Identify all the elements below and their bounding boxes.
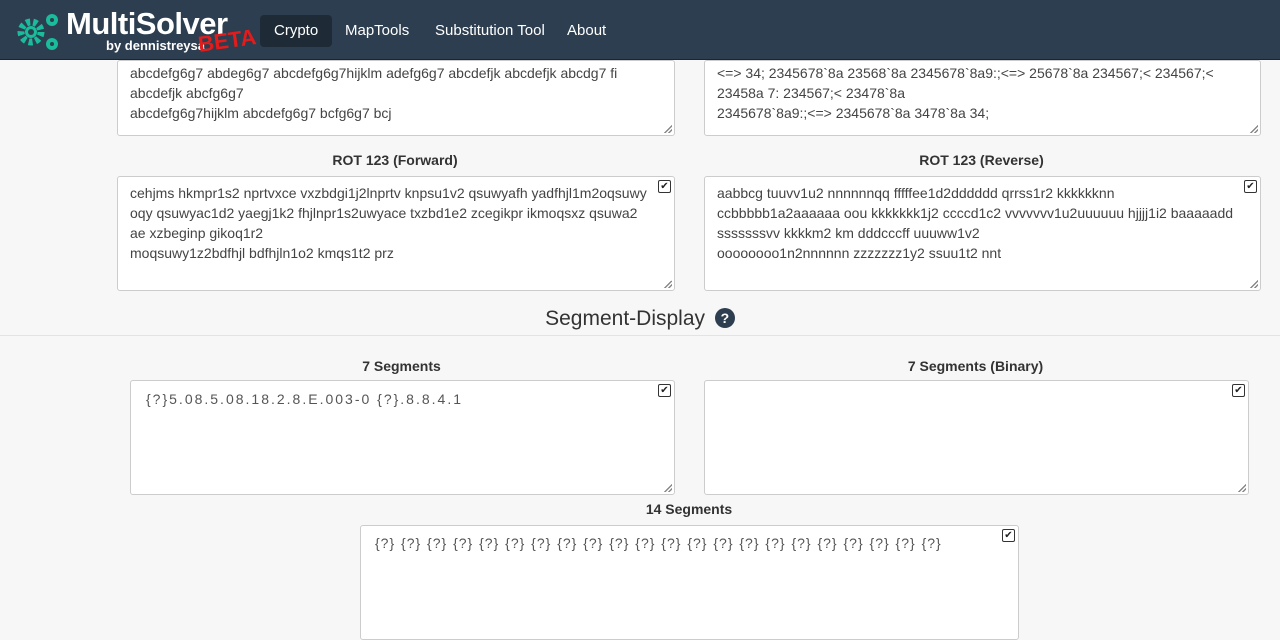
seven-seg-binary-output[interactable]: ✔: [704, 380, 1249, 495]
output-text: {?}5.08.5.08.18.2.8.E.003-0 {?}.8.8.4.1: [146, 391, 463, 407]
top-left-output[interactable]: abcdefg6g7 abdeg6g7 abcdefg6g7hijklm ade…: [117, 60, 675, 136]
top-right-output[interactable]: <=> 34; 2345678`8a 23568`8a 2345678`8a9:…: [704, 60, 1261, 136]
resize-handle[interactable]: [664, 125, 672, 133]
navbar: MultiSolver by dennistreysa BETA Crypto …: [0, 0, 1280, 60]
nav-substitution-tool[interactable]: Substitution Tool: [435, 22, 545, 39]
resize-handle[interactable]: [1250, 125, 1258, 133]
help-icon[interactable]: ?: [714, 308, 735, 328]
checkbox-icon[interactable]: ✔: [1002, 529, 1015, 542]
section-title-text: Segment-Display: [545, 307, 706, 330]
output-text: cehjms hkmpr1s2 nprtvxce vxzbdgi1j2lnprt…: [130, 185, 647, 261]
fourteen-seg-label: 14 Segments: [645, 501, 733, 517]
logo[interactable]: MultiSolver by dennistreysa BETA: [14, 6, 258, 57]
resize-handle[interactable]: [664, 280, 672, 288]
resize-handle[interactable]: [664, 484, 672, 492]
logo-byline: by dennistreysa: [106, 38, 205, 53]
seven-seg-label: 7 Segments: [362, 358, 441, 374]
output-text: abcdefg6g7 abdeg6g7 abcdefg6g7hijklm ade…: [130, 65, 618, 121]
output-text: aabbcg tuuvv1u2 nnnnnnqq fffffee1d2ddddd…: [717, 185, 1234, 261]
logo-name: MultiSolver: [66, 6, 228, 41]
gears-icon: [17, 14, 58, 50]
seven-seg-binary-label: 7 Segments (Binary): [907, 358, 1044, 374]
resize-handle[interactable]: [1250, 280, 1258, 288]
rot-forward-label: ROT 123 (Forward): [332, 152, 458, 168]
nav-crypto[interactable]: Crypto: [260, 15, 333, 47]
checkbox-icon[interactable]: ✔: [658, 384, 671, 397]
output-text: {?} {?} {?} {?} {?} {?} {?} {?} {?} {?} …: [375, 535, 942, 551]
nav-maptools[interactable]: MapTools: [345, 22, 410, 39]
section-divider: [0, 335, 1280, 336]
seven-seg-output[interactable]: {?}5.08.5.08.18.2.8.E.003-0 {?}.8.8.4.1 …: [130, 380, 675, 495]
output-text: <=> 34; 2345678`8a 23568`8a 2345678`8a9:…: [717, 65, 1214, 121]
rot-reverse-label: ROT 123 (Reverse): [919, 152, 1044, 168]
section-title: Segment-Display ?: [0, 307, 1280, 331]
checkbox-icon[interactable]: ✔: [658, 180, 671, 193]
rot-reverse-output[interactable]: aabbcg tuuvv1u2 nnnnnnqq fffffee1d2ddddd…: [704, 176, 1261, 291]
nav-about[interactable]: About: [567, 22, 607, 39]
fourteen-seg-output[interactable]: {?} {?} {?} {?} {?} {?} {?} {?} {?} {?} …: [360, 525, 1019, 640]
checkbox-icon[interactable]: ✔: [1232, 384, 1245, 397]
rot-forward-output[interactable]: cehjms hkmpr1s2 nprtvxce vxzbdgi1j2lnprt…: [117, 176, 675, 291]
checkbox-icon[interactable]: ✔: [1244, 180, 1257, 193]
resize-handle[interactable]: [1238, 484, 1246, 492]
